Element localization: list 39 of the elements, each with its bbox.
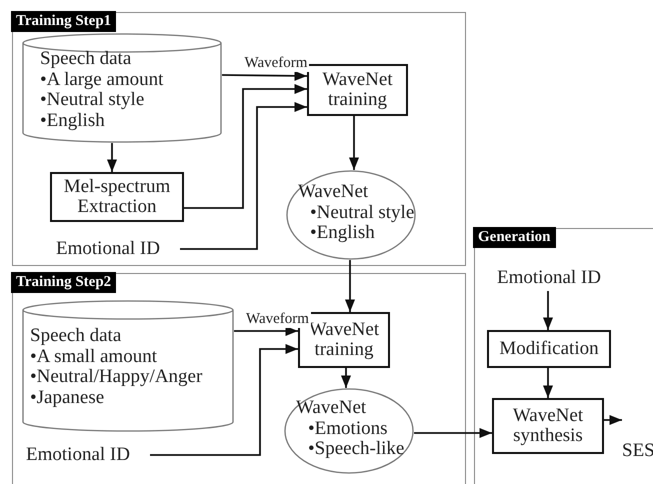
arrow — [604, 414, 622, 426]
arrow — [184, 84, 307, 209]
input-label: Emotional ID — [497, 265, 621, 291]
bullet-item: •A small amount — [30, 346, 157, 368]
bullet-item: •Neutral/Happy/Anger — [30, 367, 202, 388]
process-box: Mel-spectrum Extraction — [50, 172, 184, 222]
input-label: Emotional ID — [26, 442, 150, 468]
arrow — [150, 344, 298, 456]
node-title: WaveNet — [297, 182, 368, 203]
bullet-item: •Speech-like — [308, 439, 404, 460]
arrow — [234, 326, 298, 336]
process-box: WaveNet synthesis — [492, 398, 604, 454]
process-box: WaveNet training — [307, 64, 408, 116]
section-heading: Training Step1 — [11, 11, 116, 32]
edge-label: Waveform — [242, 55, 310, 72]
node-title: WaveNet — [295, 398, 366, 419]
input-label: Emotional ID — [56, 236, 180, 262]
bullet-item: •English — [310, 223, 375, 244]
bullet-item: •Emotions — [308, 418, 388, 440]
arrow — [222, 70, 308, 81]
arrow — [414, 428, 492, 438]
section-heading: Training Step2 — [11, 272, 116, 293]
bullet-item: •English — [40, 110, 105, 132]
arrow — [542, 368, 554, 398]
arrow — [180, 102, 307, 250]
arrow — [542, 291, 554, 330]
bullet-item: •A large amount — [40, 70, 164, 90]
arrow — [348, 116, 360, 170]
node-title: Speech data — [30, 326, 122, 347]
section-heading: Generation — [473, 227, 556, 248]
edge-label: Waveform — [244, 311, 311, 328]
bullet-item: •Japanese — [30, 388, 104, 408]
bullet-item: •Neutral style — [310, 202, 414, 224]
node-title: Speech data — [40, 49, 132, 70]
bullet-item: •Neutral style — [40, 90, 144, 111]
arrow — [340, 368, 352, 388]
arrow — [344, 260, 356, 312]
process-box: Modification — [487, 330, 611, 368]
arrow — [106, 143, 118, 172]
